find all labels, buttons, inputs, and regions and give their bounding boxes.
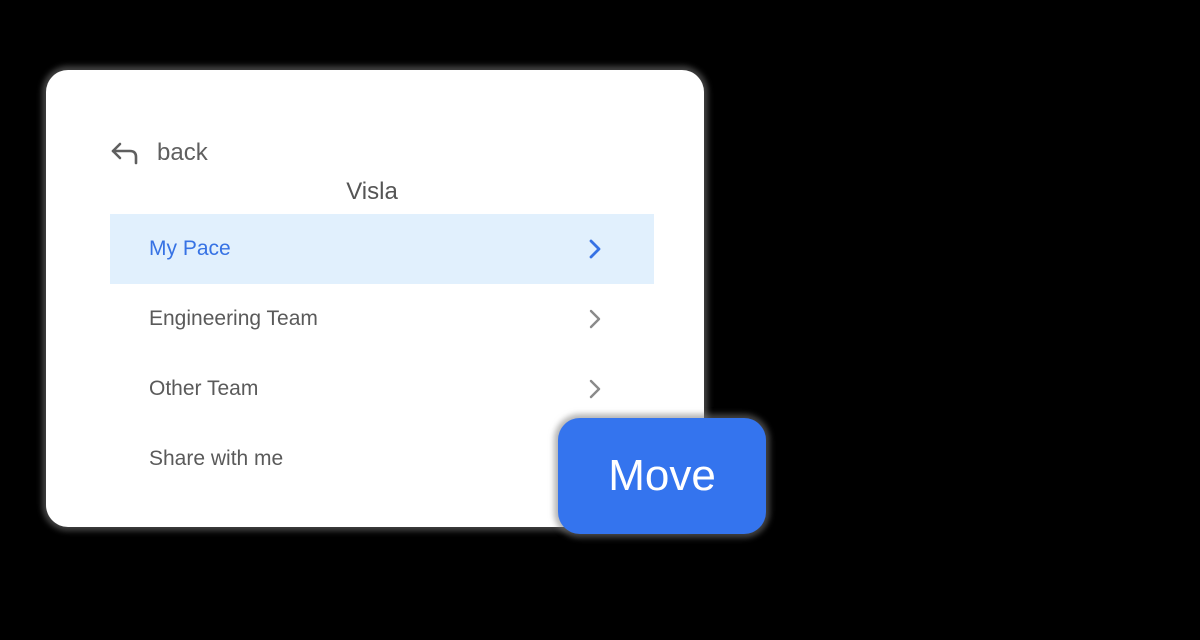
folder-item-engineering-team[interactable]: Engineering Team xyxy=(110,284,654,354)
folder-title: Visla xyxy=(346,178,398,205)
folder-item-other-team[interactable]: Other Team xyxy=(110,354,654,424)
chevron-right-icon xyxy=(587,308,603,330)
back-button[interactable]: back xyxy=(110,136,208,170)
chevron-right-icon xyxy=(587,378,603,400)
folder-item-label: Engineering Team xyxy=(149,307,318,330)
folder-item-share-with-me[interactable]: Share with me xyxy=(110,424,654,494)
move-dialog: back Visla My Pace Engineering Team xyxy=(46,70,704,527)
move-button[interactable]: Move xyxy=(558,418,766,534)
folder-item-label: My Pace xyxy=(149,237,231,260)
reply-arrow-icon xyxy=(110,140,140,166)
folder-item-my-pace[interactable]: My Pace xyxy=(110,214,654,284)
chevron-right-icon xyxy=(587,238,603,260)
folder-item-label: Other Team xyxy=(149,377,259,400)
back-label: back xyxy=(157,139,208,166)
folder-list: My Pace Engineering Team Other Team xyxy=(110,214,654,494)
folder-item-label: Share with me xyxy=(149,447,284,470)
